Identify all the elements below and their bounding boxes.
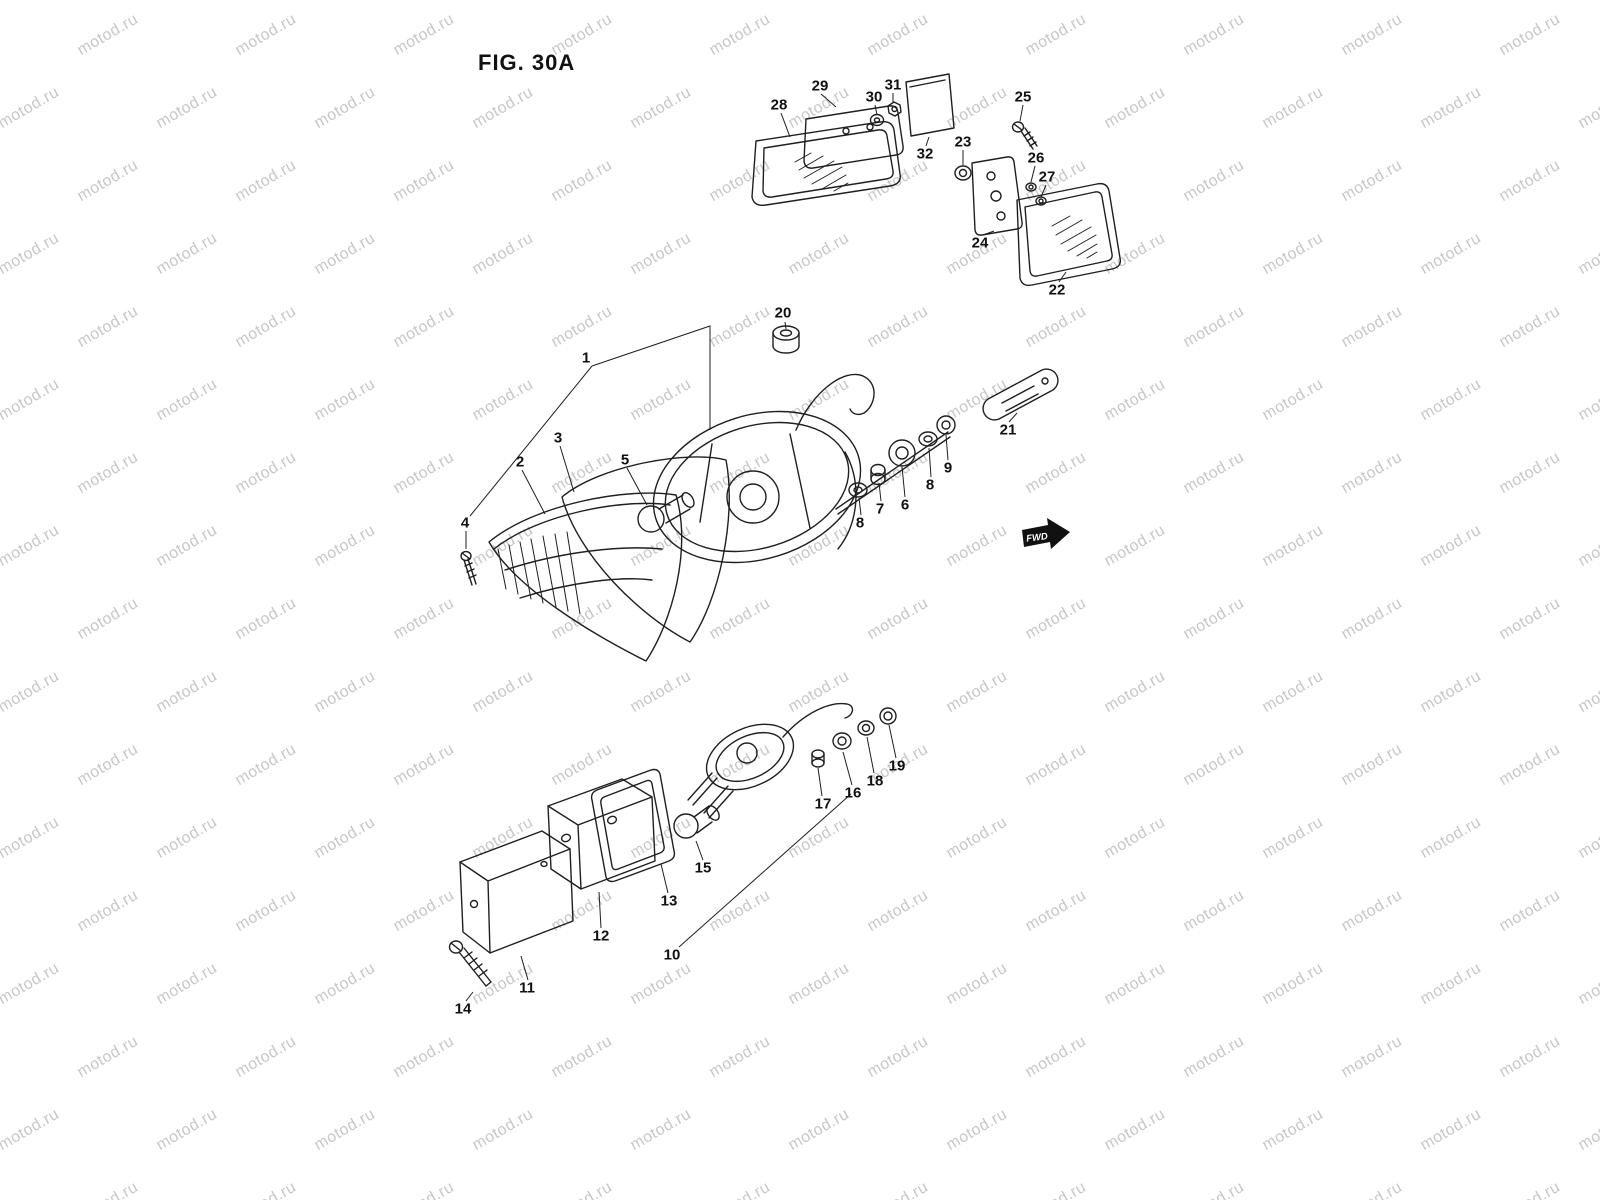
adhesive-sheet [905,73,955,137]
washer [857,720,875,736]
screw-head [448,940,464,954]
license-lamp-housing [547,778,656,890]
part-number-label: 19 [888,757,906,775]
support-bracket [982,368,1059,421]
bulb [673,813,699,839]
part-number-label: 3 [553,429,563,447]
screw-head [460,550,472,562]
part-number-label: 14 [454,1000,472,1018]
nut [936,415,956,435]
nut [879,707,897,725]
part-number-label: 8 [855,514,865,532]
screw-head [1011,121,1025,133]
fwd-arrow-icon [1022,518,1070,549]
part-number-label: 2 [515,453,525,471]
lamp-wire [782,702,854,738]
reflector-lens-right [1016,182,1122,287]
part-number-label: 15 [694,859,712,877]
bulb [637,505,665,533]
tail-lamp-lens [488,492,683,662]
lens-hatching [497,531,581,615]
part-number-label: 17 [814,795,832,813]
washer [1035,196,1047,206]
part-number-label: 22 [1048,281,1066,299]
reflector-bracket [971,156,1023,236]
part-number-label: 30 [865,88,883,106]
part-number-label: 12 [592,927,610,945]
part-number-label: 23 [954,133,972,151]
fwd-arrow-label: FWD [1026,531,1049,545]
nut [887,101,902,117]
washer [848,482,868,498]
reflector-lens-left [751,120,901,207]
license-lamp-assembly [448,702,897,987]
mounting-nut [888,439,916,467]
figure-title: FIG. 30A [478,50,576,75]
part-number-label: 8 [925,476,935,494]
part-number-label: 20 [774,304,792,322]
part-number-label: 26 [1027,149,1045,167]
part-number-label: 9 [943,459,953,477]
lamp-wire [795,373,875,431]
part-number-label: 31 [884,76,902,94]
license-gasket [590,768,676,883]
part-number-label: 28 [770,96,788,114]
part-number-label: 5 [620,451,630,469]
lens-hatching [1051,215,1098,259]
license-lamp-lens [459,830,574,954]
washer [1025,182,1037,192]
lens-hatching [794,152,849,192]
tail-lamp-assembly [460,325,1059,662]
bulb-socket [726,470,780,524]
lamp-body-rim [652,410,862,564]
washer [869,113,885,127]
part-number-label: 10 [663,946,681,964]
part-number-label: 7 [875,500,885,518]
part-number-label: 11 [519,979,535,997]
part-number-label: 13 [660,892,678,910]
flange-nut [954,165,972,181]
washer [918,431,938,447]
part-number-label: 18 [866,772,884,790]
leader-lines [465,93,1067,1002]
part-number-label: 4 [460,514,470,532]
washer [832,732,852,750]
part-number-label: 25 [1014,88,1032,106]
part-number-label: 1 [581,349,591,367]
part-number-label: 32 [916,145,934,163]
right-reflector-assembly [954,121,1122,287]
part-number-label: 21 [999,421,1017,439]
part-number-label: 27 [1038,168,1056,186]
lens-gasket [561,456,730,643]
fwd-direction-arrow: FWD [1022,518,1070,549]
part-number-label: 24 [971,234,989,252]
part-number-label: 6 [900,496,910,514]
part-number-label: 29 [811,77,829,95]
part-number-label: 16 [844,784,862,802]
left-reflector-assembly [751,73,955,207]
